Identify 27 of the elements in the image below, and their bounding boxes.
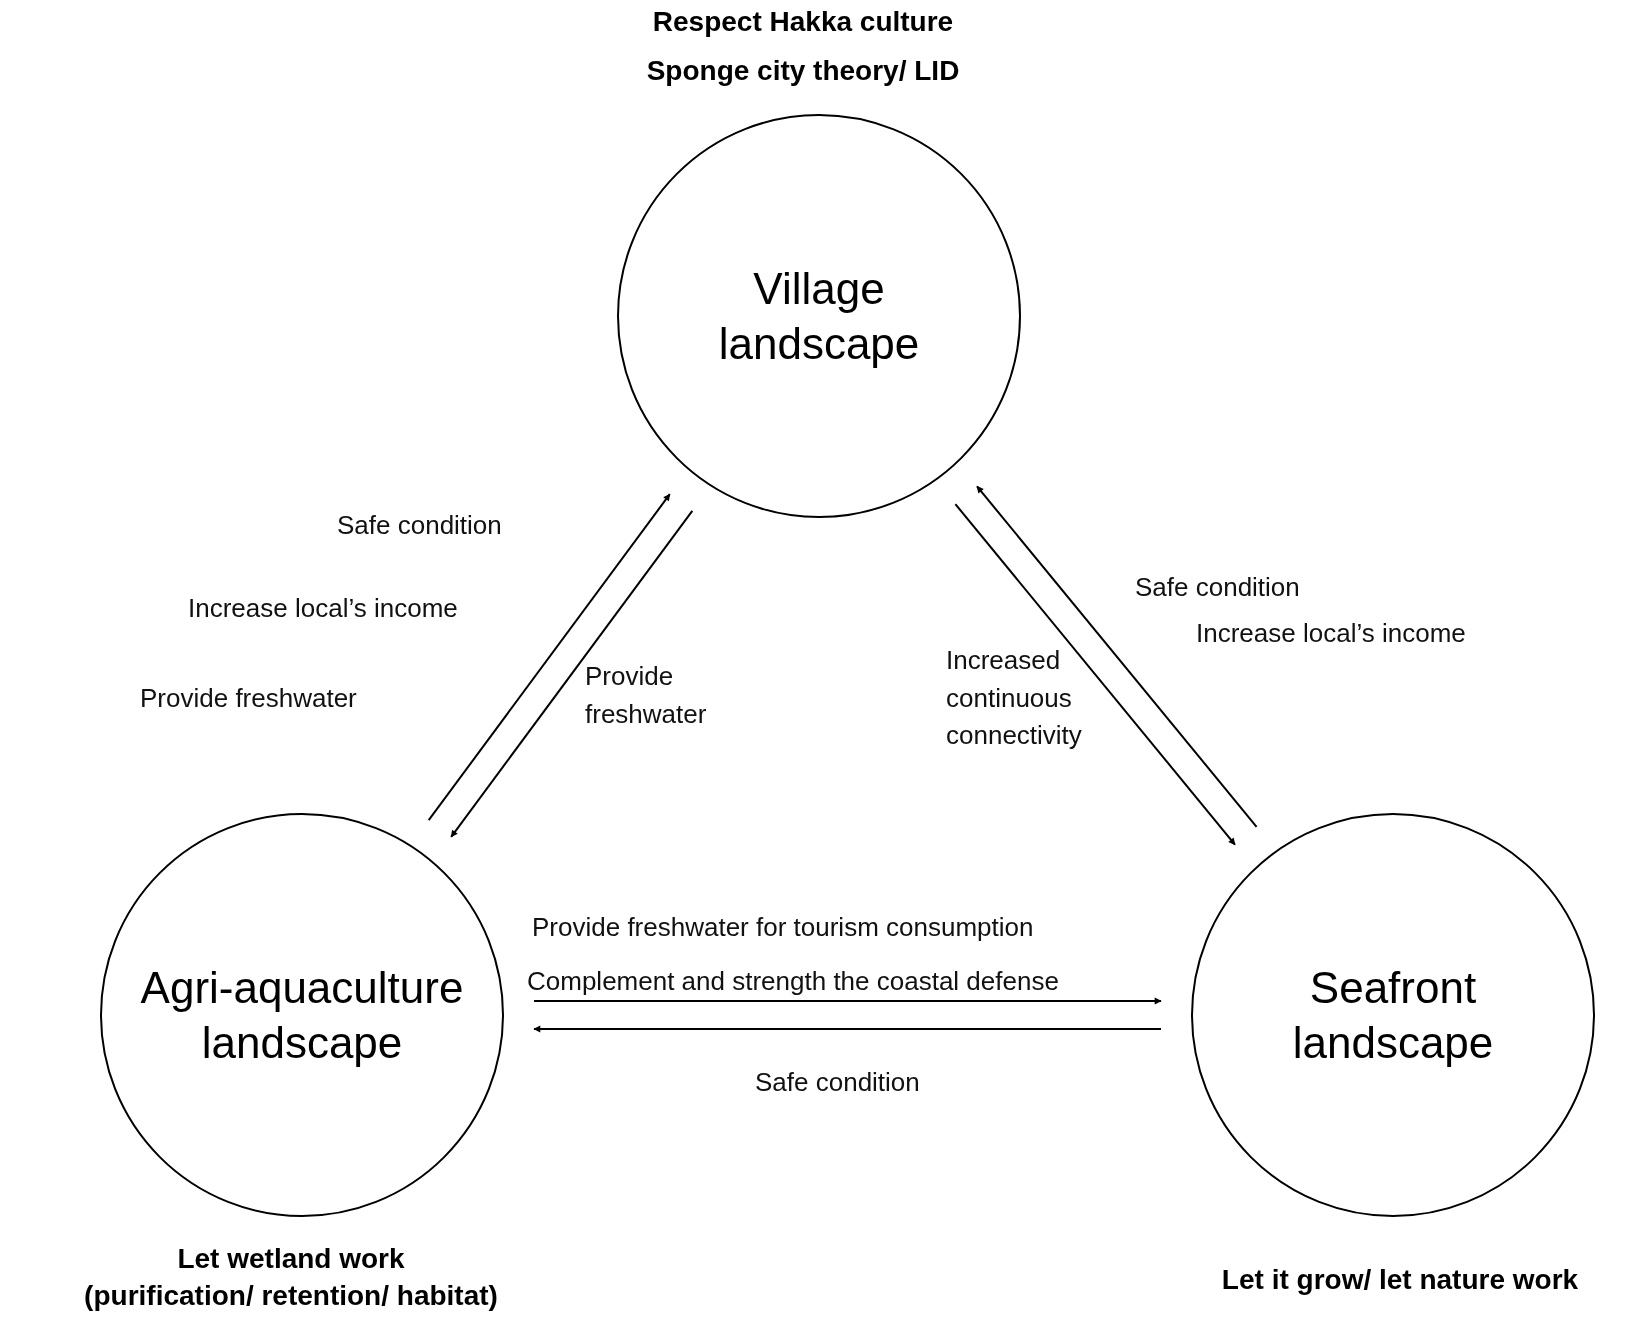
relation-label: Safe condition (1135, 571, 1300, 604)
principle-text: Respect Hakka culture (652, 6, 954, 38)
principle-text: Sponge city theory/ LID (646, 55, 960, 87)
node-label: Seafront landscape (1291, 962, 1495, 1069)
arrow (954, 503, 1236, 846)
arrow (450, 509, 694, 838)
principle-text: Let wetland work (177, 1243, 405, 1275)
principle-text: Let it grow/ let nature work (1221, 1264, 1579, 1296)
arrow (533, 1025, 1162, 1033)
node-label: Village landscape (717, 263, 921, 370)
relation-label: Increase local’s income (1196, 617, 1466, 650)
relation-label: Safe condition (337, 509, 502, 542)
relation-label: Provide freshwater for tourism consumption (532, 911, 1034, 944)
landscape-circle (617, 114, 1021, 518)
arrow (976, 485, 1258, 828)
principle-text: (purification/ retention/ habitat) (84, 1280, 498, 1312)
relation-label: Increase local’s income (188, 592, 458, 625)
relation-label: Provide freshwater (140, 682, 357, 715)
arrow (533, 997, 1162, 1005)
landscape-circle (1191, 813, 1595, 1217)
node-label: Agri-aquaculture landscape (139, 962, 465, 1069)
edge-label: Provide freshwater (585, 660, 708, 731)
landscape-circle (100, 813, 504, 1217)
arrow (427, 493, 671, 822)
edge-label: Safe condition (755, 1066, 921, 1099)
edge-label: Increased continuous connectivity (946, 644, 1083, 753)
relation-label: Complement and strength the coastal defense (527, 965, 1059, 998)
